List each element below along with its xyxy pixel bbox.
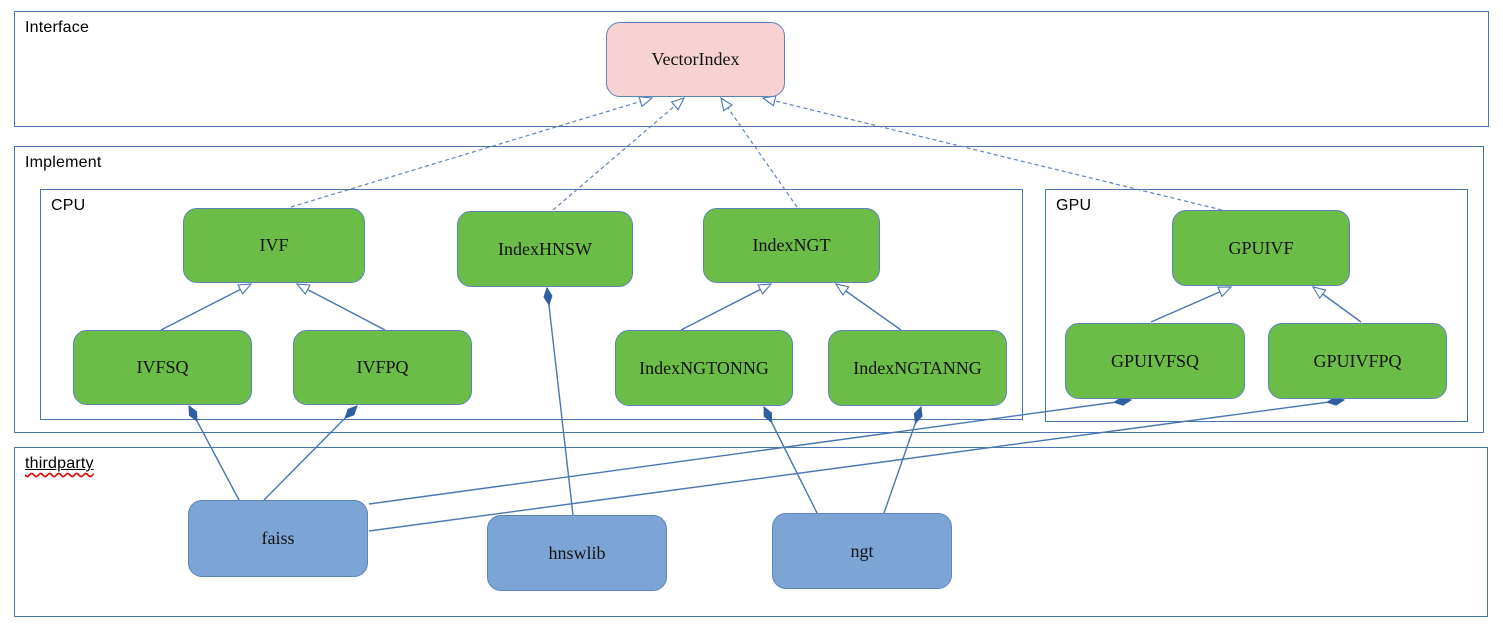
node-ivfpq[interactable]: IVFPQ — [293, 330, 472, 405]
node-gpuivf[interactable]: GPUIVF — [1172, 210, 1350, 286]
node-label-indexngtonng: IndexNGTONNG — [639, 357, 769, 378]
node-ivfsq[interactable]: IVFSQ — [73, 330, 252, 405]
node-label-gpuivfsq: GPUIVFSQ — [1110, 350, 1200, 371]
node-gpuivfsq[interactable]: GPUIVFSQ — [1065, 323, 1245, 399]
node-label-ivfpq: IVFPQ — [356, 357, 409, 377]
node-label-indexhnsw: IndexHNSW — [498, 238, 592, 259]
node-indexngtonng[interactable]: IndexNGTONNG — [615, 330, 793, 406]
container-gpu-label: GPU — [1056, 197, 1092, 214]
container-thirdparty-text: thirdparty — [25, 455, 94, 472]
node-label-gpuivfpq: GPUIVFPQ — [1313, 350, 1402, 371]
node-ngt[interactable]: ngt — [772, 513, 952, 589]
node-hnswlib[interactable]: hnswlib — [487, 515, 667, 591]
node-label-ivf: IVF — [259, 235, 289, 255]
node-label-ngt: ngt — [850, 540, 874, 561]
container-implement-label: Implement — [25, 154, 102, 171]
node-label-ivfsq: IVFSQ — [136, 357, 189, 377]
node-label-faiss: faiss — [261, 528, 295, 548]
node-faiss[interactable]: faiss — [188, 500, 368, 577]
node-gpuivfpq[interactable]: GPUIVFPQ — [1268, 323, 1447, 399]
container-cpu-label: CPU — [51, 197, 86, 214]
node-ivf[interactable]: IVF — [183, 208, 365, 283]
node-label-hnswlib: hnswlib — [548, 542, 606, 563]
node-vectorindex[interactable]: VectorIndex — [606, 22, 785, 97]
node-label-indexngtanng: IndexNGTANNG — [853, 357, 982, 378]
node-label-vectorindex: VectorIndex — [651, 49, 740, 69]
node-indexngt[interactable]: IndexNGT — [703, 208, 880, 283]
container-interface-label: Interface — [25, 19, 90, 36]
container-thirdparty-label: thirdparty — [25, 455, 94, 473]
node-label-indexngt: IndexNGT — [752, 235, 831, 255]
node-indexhnsw[interactable]: IndexHNSW — [457, 211, 633, 287]
node-label-gpuivf: GPUIVF — [1228, 237, 1294, 258]
node-indexngtanng[interactable]: IndexNGTANNG — [828, 330, 1007, 406]
